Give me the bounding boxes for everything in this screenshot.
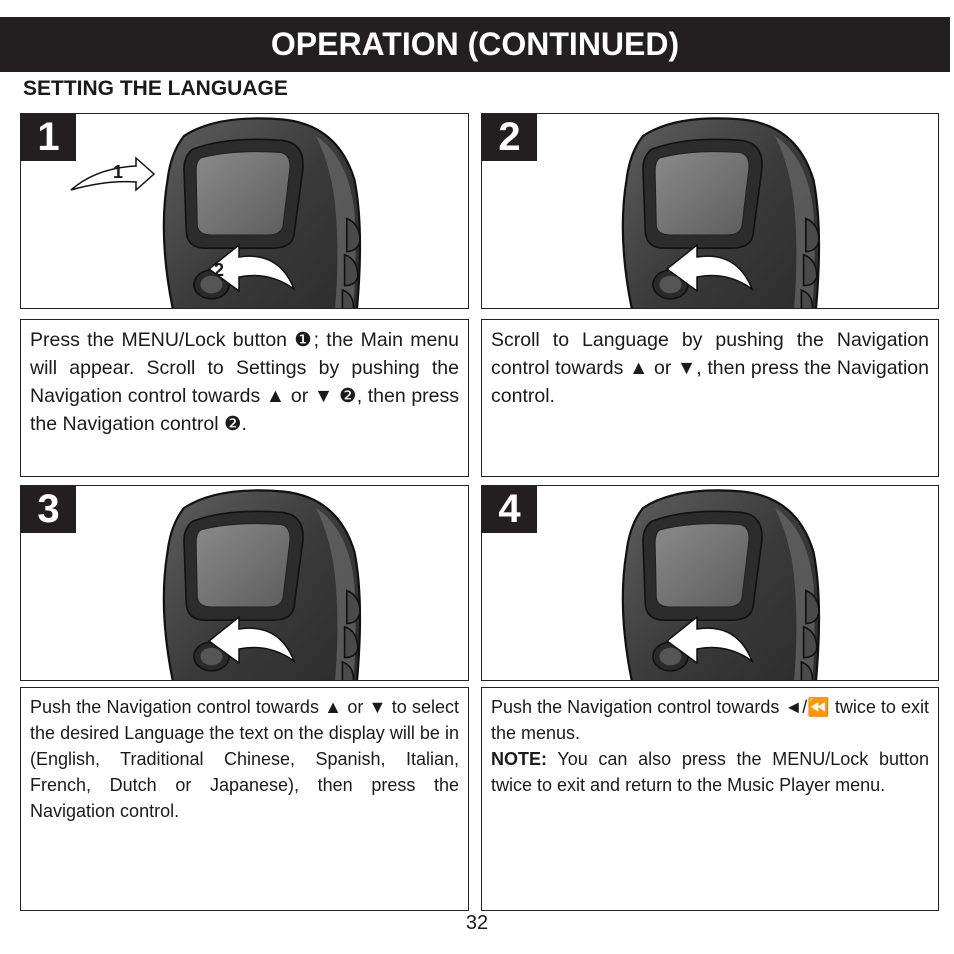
step-3-image-panel: 3 (20, 485, 469, 681)
step-2-number: 2 (482, 114, 537, 161)
step-4-note: NOTE: You can also press the MENU/Lock b… (491, 746, 929, 798)
arrow-icon (665, 243, 754, 293)
step-1-text: Press the MENU/Lock button ❶; the Main m… (30, 329, 459, 435)
step-1-instructions: Press the MENU/Lock button ❶; the Main m… (20, 319, 469, 477)
callout-1-label: 1 (113, 162, 124, 182)
step-3-instructions: Push the Navigation control towards ▲ or… (20, 687, 469, 911)
step-2-text: Scroll to Language by pushing the Naviga… (491, 329, 929, 407)
header-title: OPERATION (CONTINUED) (270, 26, 680, 62)
arrow-icon (207, 615, 296, 665)
step-2-instructions: Scroll to Language by pushing the Naviga… (481, 319, 939, 477)
step-1-number: 1 (21, 114, 76, 161)
arrow-icon (665, 615, 754, 665)
arrow-icon (207, 243, 296, 293)
step-3-text: Push the Navigation control towards ▲ or… (30, 697, 459, 821)
step-4-instructions: Push the Navigation control towards ◄/⏪ … (481, 687, 939, 911)
step-2-image-panel: 2 (481, 113, 939, 309)
step-3-number: 3 (21, 486, 76, 533)
step-1-image-panel: 1 1 2 (20, 113, 469, 309)
note-text: You can also press the MENU/Lock button … (491, 749, 929, 795)
step-4-number: 4 (482, 486, 537, 533)
arrow-icon (70, 156, 156, 192)
page-number: 32 (465, 912, 489, 934)
section-title: SETTING THE LANGUAGE (23, 77, 288, 100)
callout-2-label: 2 (214, 260, 225, 280)
note-label: NOTE: (491, 749, 547, 769)
step-4-text: Push the Navigation control towards ◄/⏪ … (491, 697, 929, 743)
page-header: OPERATION (CONTINUED) (0, 17, 950, 72)
step-4-image-panel: 4 (481, 485, 939, 681)
